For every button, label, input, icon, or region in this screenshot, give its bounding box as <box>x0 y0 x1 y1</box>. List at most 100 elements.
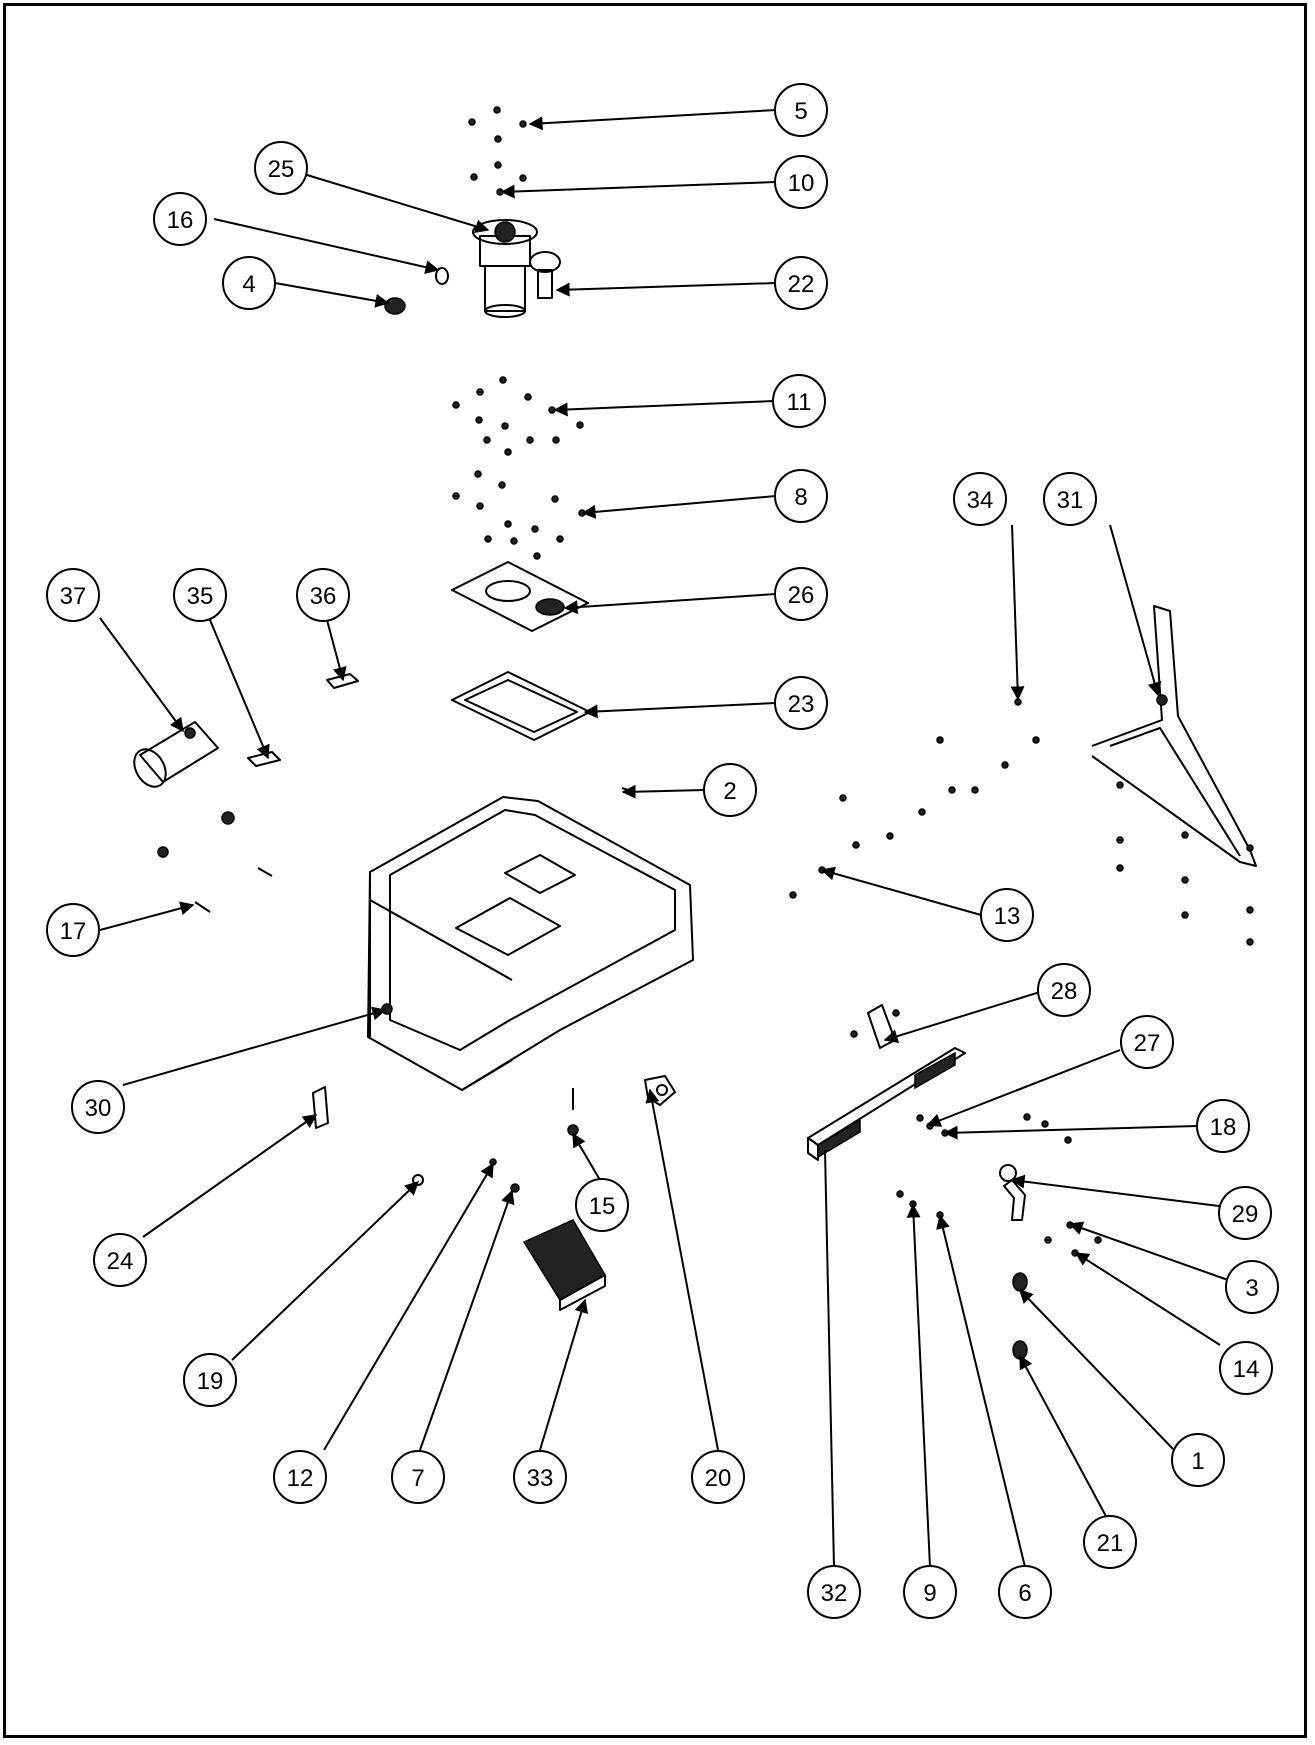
gusset-plate <box>1091 605 1257 867</box>
elbow-fitting <box>999 1164 1026 1221</box>
mount-hardware-17 <box>157 811 273 913</box>
fasteners-13 <box>789 698 1040 899</box>
svg-text:25: 25 <box>268 156 295 183</box>
callout-17: 17 <box>46 903 100 957</box>
breather-cap <box>529 251 561 299</box>
callout-26: 26 <box>774 567 828 621</box>
svg-text:8: 8 <box>794 484 807 511</box>
callout-18: 18 <box>1196 1099 1250 1153</box>
svg-text:27: 27 <box>1134 1030 1161 1057</box>
bracket-35 <box>247 751 281 767</box>
callout-34: 34 <box>953 472 1007 526</box>
callout-7: 7 <box>391 1450 445 1504</box>
leader-lines <box>99 109 1229 1568</box>
svg-text:28: 28 <box>1051 978 1078 1005</box>
valve-28 <box>850 1004 900 1049</box>
gasket <box>451 671 591 741</box>
svg-text:9: 9 <box>923 1580 936 1607</box>
callout-33: 33 <box>513 1450 567 1504</box>
callout-22: 22 <box>774 256 828 310</box>
callout-32: 32 <box>807 1565 861 1619</box>
svg-text:30: 30 <box>85 1095 112 1122</box>
svg-text:33: 33 <box>527 1465 554 1492</box>
rail-32 <box>807 1047 966 1161</box>
callout-8: 8 <box>774 469 828 523</box>
drawing-border <box>3 3 1307 1738</box>
svg-text:4: 4 <box>242 271 255 298</box>
callout-31: 31 <box>1043 472 1097 526</box>
callout-19: 19 <box>183 1353 237 1407</box>
svg-text:34: 34 <box>967 487 994 514</box>
hardware-9-6 <box>896 1190 944 1219</box>
svg-text:7: 7 <box>411 1465 424 1492</box>
svg-text:12: 12 <box>287 1465 314 1492</box>
svg-text:23: 23 <box>788 691 815 718</box>
washers-group-10 <box>470 161 527 196</box>
svg-text:18: 18 <box>1210 1114 1237 1141</box>
callout-15: 15 <box>575 1178 629 1232</box>
callout-36: 36 <box>296 568 350 622</box>
callout-23: 23 <box>774 676 828 730</box>
svg-text:20: 20 <box>705 1465 732 1492</box>
callout-1: 1 <box>1171 1433 1225 1487</box>
callout-37: 37 <box>46 568 100 622</box>
svg-text:32: 32 <box>821 1580 848 1607</box>
svg-text:6: 6 <box>1018 1580 1031 1607</box>
motor <box>133 721 219 788</box>
callout-29: 29 <box>1218 1186 1272 1240</box>
svg-text:22: 22 <box>788 271 815 298</box>
hardware-3-14 <box>1044 1221 1102 1257</box>
bolt-pattern-11 <box>452 376 584 456</box>
svg-text:1: 1 <box>1191 1448 1204 1475</box>
svg-text:16: 16 <box>167 207 194 234</box>
filter-element-33 <box>522 1219 607 1311</box>
handle-24 <box>312 1086 329 1129</box>
parts-artwork <box>133 106 1257 1360</box>
callout-3: 3 <box>1225 1260 1279 1314</box>
callout-10: 10 <box>774 155 828 209</box>
svg-text:15: 15 <box>589 1193 616 1220</box>
svg-text:24: 24 <box>107 1248 134 1275</box>
callout-21: 21 <box>1083 1515 1137 1569</box>
callout-2: 2 <box>703 763 757 817</box>
callout-24: 24 <box>93 1233 147 1287</box>
svg-text:10: 10 <box>788 170 815 197</box>
hardware-27-18 <box>916 1113 1072 1144</box>
callout-16: 16 <box>153 192 207 246</box>
svg-text:3: 3 <box>1245 1275 1258 1302</box>
callout-bubbles: 5 10 25 16 22 4 11 8 26 23 37 35 36 2 34… <box>46 83 1279 1619</box>
callout-25: 25 <box>254 141 308 195</box>
gusset-bolts <box>1116 781 1254 946</box>
filter-assembly <box>472 219 538 318</box>
o-ring <box>435 267 449 285</box>
svg-text:11: 11 <box>787 389 812 416</box>
callout-28: 28 <box>1037 963 1091 1017</box>
callout-13: 13 <box>980 888 1034 942</box>
cover-plate <box>451 561 589 632</box>
callout-6: 6 <box>998 1565 1052 1619</box>
callout-12: 12 <box>273 1450 327 1504</box>
callout-35: 35 <box>173 568 227 622</box>
svg-text:21: 21 <box>1097 1530 1124 1557</box>
svg-text:36: 36 <box>310 583 337 610</box>
callout-4: 4 <box>222 256 276 310</box>
reservoir-tank <box>367 796 694 1091</box>
callout-20: 20 <box>691 1450 745 1504</box>
svg-text:26: 26 <box>788 582 815 609</box>
callout-27: 27 <box>1120 1015 1174 1069</box>
callout-11: 11 <box>772 374 826 428</box>
callout-5: 5 <box>774 83 828 137</box>
svg-text:31: 31 <box>1057 487 1084 514</box>
callout-9: 9 <box>903 1565 957 1619</box>
svg-text:2: 2 <box>723 778 736 805</box>
svg-text:17: 17 <box>60 918 87 945</box>
svg-text:19: 19 <box>197 1368 224 1395</box>
svg-text:35: 35 <box>187 583 214 610</box>
bolt-pattern-8 <box>452 470 586 560</box>
fitting-1 <box>1012 1272 1028 1292</box>
callout-30: 30 <box>71 1080 125 1134</box>
screw-7 <box>510 1183 520 1193</box>
svg-text:13: 13 <box>994 903 1021 930</box>
bolt-15 <box>567 1088 579 1136</box>
